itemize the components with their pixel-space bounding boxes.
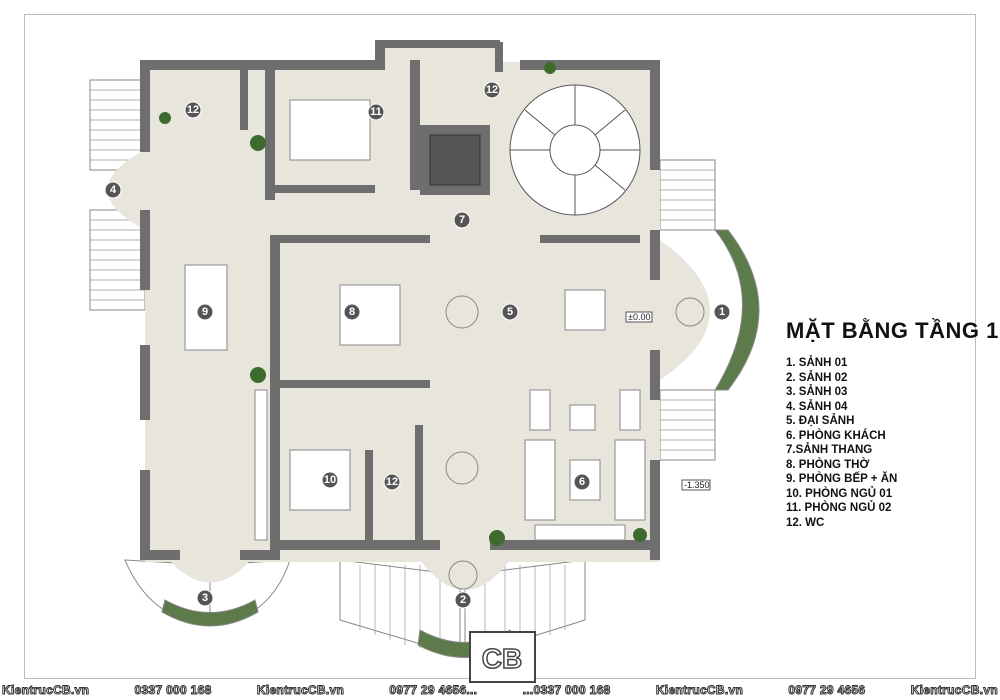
footer-text: KientrucCB.vn [1, 683, 90, 698]
room-number-marker: 9 [196, 303, 214, 321]
legend-item: 8. PHÒNG THỜ [786, 458, 870, 471]
room-number: 2 [460, 594, 466, 606]
room-number-marker: 6 [573, 473, 591, 491]
legend-item: 5. ĐẠI SẢNH [786, 415, 855, 427]
room-number-marker: 12 [483, 81, 501, 99]
room-number: 9 [202, 306, 208, 318]
room-number-marker: 11 [367, 103, 385, 121]
legend-item: 6. PHÒNG KHÁCH [786, 429, 886, 442]
room-number: 6 [579, 476, 585, 488]
footer-watermark: KientrucCB.vn 0337 000 168 KientrucCB.vn 09… [0, 680, 1000, 700]
room-number-marker: 10 [321, 471, 339, 489]
legend-item: 12. WC [786, 516, 825, 529]
footer-text: ...0337 000 168 [522, 683, 611, 698]
legend-item: 2. SẢNH 02 [786, 371, 848, 384]
room-number-marker: 12 [383, 473, 401, 491]
stair-treads [90, 89, 715, 650]
elevator [429, 134, 481, 186]
level-marker-main: ±0.00 [625, 311, 653, 323]
room-number: 8 [349, 306, 355, 318]
svg-text:-1.350: -1.350 [684, 480, 710, 490]
room-number: 11 [370, 106, 382, 118]
room-number-marker: 1 [713, 303, 731, 321]
room-number: 1 [719, 306, 725, 318]
footer-text: KientrucCB.vn [256, 683, 345, 698]
room-number: 4 [110, 184, 117, 196]
legend-item: 9. PHÒNG BẾP + ĂN [786, 473, 898, 485]
cb-logo: CB [469, 631, 536, 683]
room-number-marker: 3 [196, 589, 214, 607]
plants [159, 62, 647, 546]
legend-item: 11. PHÒNG NGỦ 02 [786, 502, 892, 514]
room-number-marker: 4 [104, 181, 122, 199]
legend-item: 10. PHÒNG NGỦ 01 [786, 487, 893, 500]
spiral-staircase [509, 84, 641, 216]
room-number: 3 [202, 592, 208, 604]
room-number-marker: 2 [454, 591, 472, 609]
plan-title: MẶT BẰNG TẦNG 1 [786, 318, 999, 343]
room-number: 5 [507, 306, 513, 318]
legend-list: 1. SẢNH 01 2. SẢNH 02 3. SẢNH 03 4. SẢNH 04… [786, 356, 999, 530]
room-number: 12 [187, 104, 199, 116]
legend-item: 3. SẢNH 03 [786, 386, 848, 398]
legend: MẶT BẰNG TẦNG 1 1. SẢNH 01 2. SẢNH 02 3. S… [786, 318, 999, 530]
legend-item: 1. SẢNH 01 [786, 357, 848, 369]
legend-item: 7.SẢNH THANG [786, 444, 873, 456]
svg-text:±0.00: ±0.00 [628, 312, 650, 322]
footer-text: KientrucCB.vn [910, 683, 998, 698]
floor-medallions [445, 295, 705, 590]
room-number: 12 [386, 476, 398, 488]
footer-text: KientrucCB.vn [655, 683, 744, 698]
footer-text: 0977 29 4656 [788, 683, 866, 698]
room-number: 10 [324, 474, 336, 486]
room-number-marker: 7 [453, 211, 471, 229]
room-number: 12 [486, 84, 498, 96]
room-number-marker: 5 [501, 303, 519, 321]
legend-item: 4. SẢNH 04 [786, 400, 848, 413]
room-number-marker: 12 [184, 101, 202, 119]
footer-text: 0337 000 168 [134, 683, 212, 698]
footer-text: 0977 29 4656... [389, 683, 478, 698]
room-number-marker: 8 [343, 303, 361, 321]
svg-text:CB: CB [482, 643, 522, 674]
level-marker-outside: -1.350 [681, 479, 711, 491]
room-number: 7 [459, 214, 465, 226]
